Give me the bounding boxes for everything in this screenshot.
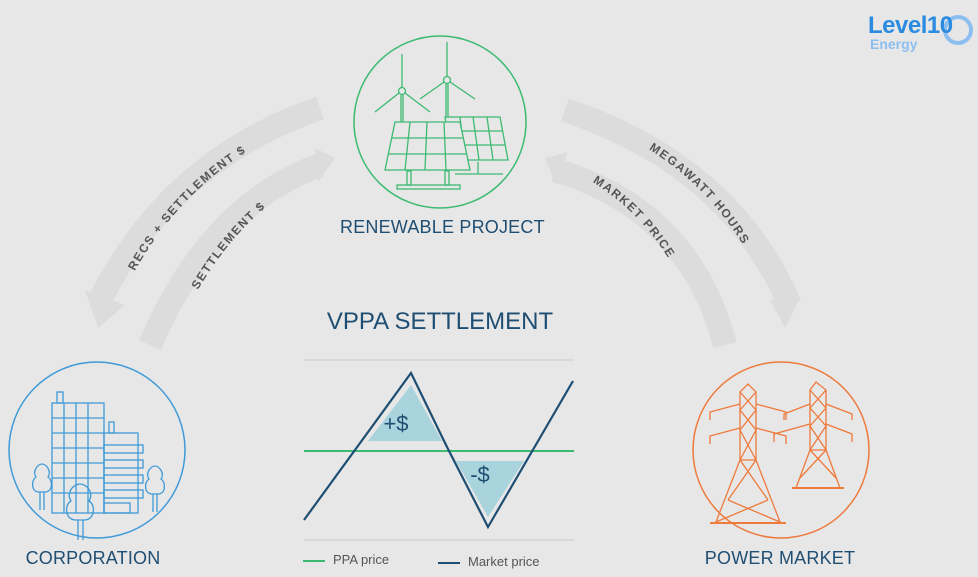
- svg-text:MARKET PRICE: MARKET PRICE: [591, 173, 678, 261]
- legend-label-ppa: PPA price: [333, 552, 390, 567]
- level10-logo: Level10 Energy: [868, 12, 978, 56]
- logo-text: Level10: [868, 12, 953, 39]
- arrow-head: [315, 148, 335, 182]
- vppa-settlement-title: VPPA SETTLEMENT: [326, 308, 554, 335]
- node-circle: [692, 361, 870, 539]
- transmission-tower-icon: [709, 381, 853, 524]
- arrow-head: [85, 290, 125, 328]
- arrow-megawatt-hours: MEGAWATT HOURS: [561, 98, 802, 328]
- positive-area: [368, 385, 442, 441]
- legend-swatch-ppa: [303, 559, 325, 562]
- wind-turbine-icon: [374, 42, 476, 122]
- arrow-recs-settlement: RECS + SETTLEMENT $: [85, 96, 324, 328]
- positive-label: +$: [383, 411, 408, 436]
- corporation-label: CORPORATION: [25, 548, 161, 568]
- logo-ring-icon: [943, 15, 973, 45]
- negative-area: [456, 461, 524, 517]
- arrow-head: [770, 298, 800, 328]
- power-market-label: POWER MARKET: [704, 548, 856, 568]
- legend-market: Market price: [438, 554, 540, 569]
- legend-swatch-market: [438, 561, 460, 564]
- node-circle: [8, 361, 186, 539]
- corporation-node: [8, 361, 186, 540]
- market-price-line: [303, 370, 574, 530]
- node-circle: [353, 35, 527, 209]
- building-icon: [51, 391, 144, 514]
- legend-label-market: Market price: [468, 554, 540, 569]
- logo-subtext: Energy: [870, 36, 918, 52]
- negative-label: -$: [470, 462, 490, 487]
- renewable-project-label: RENEWABLE PROJECT: [340, 217, 545, 237]
- tree-icon: [31, 463, 166, 540]
- vppa-chart: +$ -$: [303, 359, 574, 541]
- arrow-label-market: MARKET PRICE: [591, 173, 677, 261]
- arrow-head: [545, 152, 568, 185]
- solar-panel-icon: [384, 116, 509, 190]
- renewable-project-node: [353, 35, 527, 209]
- power-market-node: [692, 361, 870, 539]
- legend-ppa: PPA price: [303, 552, 389, 567]
